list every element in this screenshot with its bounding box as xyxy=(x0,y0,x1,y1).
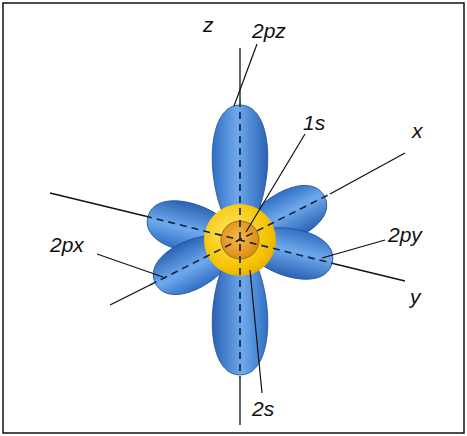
orbital-label: 2py xyxy=(388,224,422,245)
axis-label: x xyxy=(412,120,423,141)
axis-label: z xyxy=(203,14,214,35)
frame xyxy=(3,3,464,433)
orbital-label: 2px xyxy=(50,234,84,255)
axes-dashed xyxy=(145,100,335,378)
axes xyxy=(50,48,405,425)
leader-lines xyxy=(97,44,385,393)
orbital-label: 1s xyxy=(303,112,325,133)
axis-label: y xyxy=(410,286,421,307)
orbital-label: 2s xyxy=(252,398,274,419)
orbital-label: 2pz xyxy=(252,20,286,41)
